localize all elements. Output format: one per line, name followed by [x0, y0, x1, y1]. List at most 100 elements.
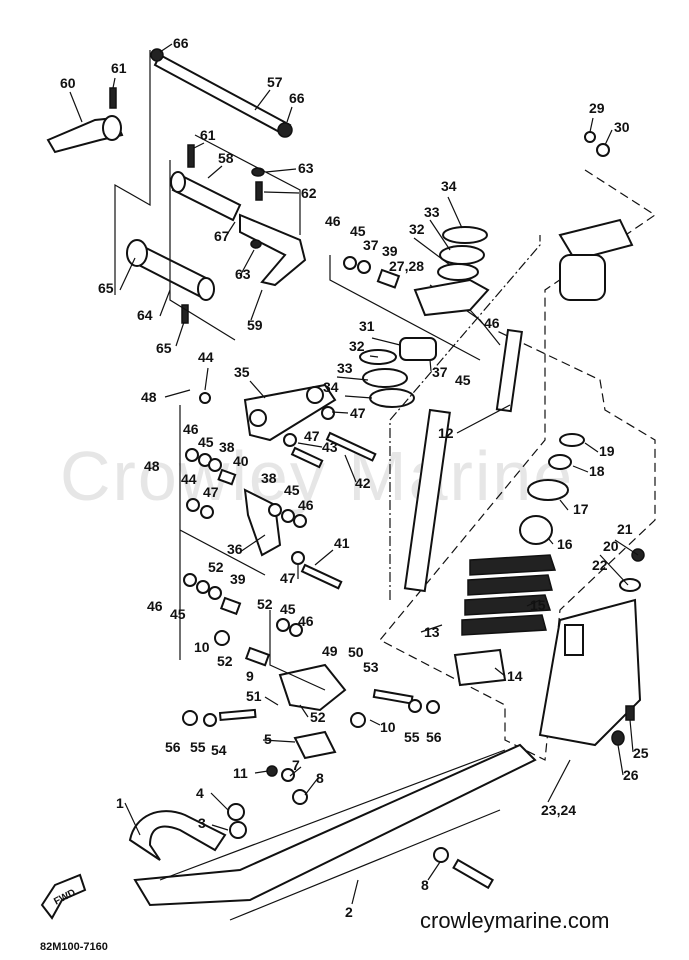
washer — [196, 580, 210, 594]
callout-label: 9 — [246, 668, 254, 684]
washer — [291, 551, 305, 565]
ring-34-top — [442, 226, 488, 244]
collar-18 — [548, 454, 572, 470]
leader-lines — [69, 43, 639, 905]
washer — [343, 256, 357, 270]
pin-61-mid — [187, 144, 195, 168]
shaft-64-collar — [197, 277, 215, 301]
callout-label: 7 — [292, 757, 300, 773]
washer — [321, 406, 335, 420]
pivot-arm-assembly — [46, 48, 307, 341]
bracket-59 — [239, 213, 307, 287]
handle-1 — [128, 810, 227, 861]
callout-label: 52 — [310, 709, 326, 725]
callout-label: 33 — [424, 204, 440, 220]
shaft-12 — [495, 328, 523, 413]
spring-11 — [266, 765, 278, 777]
shaft-13 — [403, 408, 451, 593]
callout-label: 48 — [144, 458, 160, 474]
callout-label: 8 — [316, 770, 324, 786]
washer-3 — [229, 821, 247, 839]
watermark: Crowley Marine — [60, 437, 574, 515]
callout-label: 50 — [348, 644, 364, 660]
washer — [596, 143, 610, 157]
bolt-41 — [300, 563, 343, 590]
spring-15 — [461, 554, 557, 636]
callout-label: 46 — [298, 497, 314, 513]
seat-17 — [527, 479, 569, 501]
nut-66-right — [277, 122, 293, 138]
shaft-58-end — [170, 171, 186, 193]
callout-label: 65 — [156, 340, 172, 356]
callout-label: 56 — [426, 729, 442, 745]
washer — [208, 586, 222, 600]
washer — [183, 573, 197, 587]
ski-assembly — [128, 730, 537, 921]
callout-label: 61 — [200, 127, 216, 143]
callout-label: 45 — [198, 434, 214, 450]
shaft-64-end — [126, 239, 148, 267]
callout-label: 54 — [211, 742, 227, 758]
shock-absorber — [379, 169, 657, 761]
callout-label: 47 — [203, 484, 219, 500]
washer — [199, 392, 211, 404]
callout-label: 61 — [111, 60, 127, 76]
callout-label: 37 — [363, 237, 379, 253]
washer — [200, 505, 214, 519]
callout-label: 48 — [141, 389, 157, 405]
callout-label: 63 — [298, 160, 314, 176]
callout-label: 22 — [592, 557, 608, 573]
callout-label: 33 — [337, 360, 353, 376]
callout-label: 46 — [484, 315, 500, 331]
callout-label: 21 — [617, 521, 633, 537]
callout-label: 37 — [432, 364, 448, 380]
callout-label: 41 — [334, 535, 350, 551]
callout-label: 31 — [359, 318, 375, 334]
callout-label: 52 — [208, 559, 224, 575]
bracket-49 — [278, 663, 347, 712]
callout-label: 66 — [289, 90, 305, 106]
callout-label: 36 — [227, 541, 243, 557]
callout-label: 11 — [233, 765, 248, 781]
washer-8-lower — [433, 847, 449, 863]
upper-body — [559, 254, 606, 301]
callout-label: 23,24 — [541, 802, 576, 818]
callout-label: 60 — [60, 75, 76, 91]
callout-label: 15 — [530, 597, 546, 613]
washer — [182, 710, 198, 726]
callout-label: 63 — [235, 266, 251, 282]
callout-label: 2 — [345, 904, 353, 920]
washer — [289, 623, 303, 637]
callout-label: 52 — [257, 596, 273, 612]
spacer-40 — [217, 468, 237, 486]
bolt-25 — [625, 705, 635, 721]
callout-label: 8 — [421, 877, 429, 893]
callout-label: 30 — [614, 119, 630, 135]
bolt-43 — [290, 446, 324, 469]
link-assembly — [179, 131, 610, 728]
callout-label: 43 — [322, 439, 338, 455]
callout-label: 20 — [603, 538, 619, 554]
callout-label: 44 — [181, 471, 197, 487]
callout-label: 13 — [424, 624, 440, 640]
callout-label: 12 — [438, 425, 454, 441]
clip — [564, 624, 584, 656]
frame-guide-center — [179, 255, 501, 691]
washer — [185, 448, 199, 462]
washer — [208, 458, 222, 472]
shock-outline — [379, 169, 657, 761]
callout-label: 44 — [198, 349, 214, 365]
bumper-16 — [519, 515, 553, 545]
center-line — [389, 235, 541, 600]
callout-label: 27,28 — [389, 258, 424, 274]
ring-34-low — [369, 388, 415, 408]
callout-label: 46 — [298, 613, 314, 629]
bolt-54 — [218, 708, 257, 722]
callout-label: 46 — [325, 213, 341, 229]
spacer-39-lower — [219, 596, 242, 616]
ring-33-top — [439, 245, 485, 265]
callout-label: 29 — [589, 100, 605, 116]
callout-label: 52 — [217, 653, 233, 669]
callout-label: 55 — [404, 729, 420, 745]
